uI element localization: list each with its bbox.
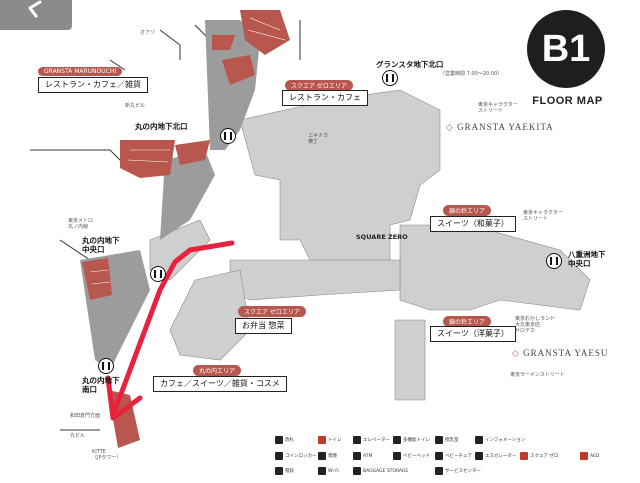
legend-item: ベビーベッド <box>393 452 430 460</box>
label-ekinaka: エキナカ 横丁 <box>308 133 329 145</box>
aed-icon <box>580 452 588 460</box>
ticket-gate-icon <box>382 70 398 86</box>
legend-item: 改札 <box>275 436 294 444</box>
marunouchi-area-label: カフェ／スイーツ／雑貨・コスメ <box>153 376 287 392</box>
escalator-icon <box>475 452 483 460</box>
label-wadakura: 和田倉門方面 <box>70 413 101 419</box>
legend-item: ATM <box>353 452 372 460</box>
square-zero-bento-tag: スクエア ゼロエリア <box>238 306 306 317</box>
square-zero-restaurant-tag: スクエア ゼロエリア <box>285 80 353 91</box>
smoking-icon <box>318 452 326 460</box>
label-tokyo-character: 東京キャラクター ストリート <box>523 210 563 222</box>
label-marubiru: 丸ビル <box>70 433 86 439</box>
label-kitte: KITTE （JPタワー） <box>92 449 122 461</box>
ticket-gate-icon <box>150 266 166 282</box>
legend-item: ベビーチェア <box>435 452 472 460</box>
legend-item: コインロッカー <box>275 452 317 460</box>
multipurpose-toilet-icon <box>393 436 401 444</box>
exit-marunouchi-north[interactable]: 丸の内地下北口 <box>135 122 188 131</box>
wifi-icon <box>318 467 326 475</box>
elevator-icon <box>353 436 361 444</box>
legend-item: スクエア ゼロ <box>520 452 558 460</box>
legend-item: AED <box>580 452 599 460</box>
back-tab-button[interactable] <box>0 0 72 30</box>
legend-item: 多機能トイレ <box>393 436 430 444</box>
legend-item: トイレ <box>318 436 342 444</box>
label-oazo: オアゾ <box>140 30 156 36</box>
legend-item: 喫煙 <box>318 452 337 460</box>
floor-level-badge: B1 <box>527 10 605 88</box>
legend-item: Wi-Fi <box>318 467 339 475</box>
exit-gransta-north[interactable]: グランスタ地下北口 <box>376 60 444 69</box>
ticket-gate-icon <box>220 128 236 144</box>
concourse-areas <box>149 89 591 401</box>
service-center-icon <box>435 467 443 475</box>
exit-marunouchi-central[interactable]: 丸の内地下 中央口 <box>82 236 120 254</box>
nursing-room-icon <box>435 436 443 444</box>
gransta-marunouchi-label: レストラン・カフェ／雑貨 <box>38 77 148 93</box>
ticket-gate-icon <box>98 358 114 374</box>
legend-item: 階段 <box>275 467 294 475</box>
stairs-icon <box>275 467 283 475</box>
label-yaesu-character: 東京キャラクター ストリート <box>478 102 518 114</box>
legend-item: サービスセンター <box>435 467 481 475</box>
legend-item: エスカレーター <box>475 452 517 460</box>
ticket-gate-icon <box>546 253 562 269</box>
label-ramen-street: 東京ラーメンストリート <box>510 372 565 378</box>
floor-map-title: FLOOR MAP <box>532 95 603 107</box>
locker-icon <box>275 452 283 460</box>
legend-item: インフォメーション <box>475 436 525 444</box>
square-zero-bento-label: お弁当 惣菜 <box>235 318 292 334</box>
label-tokyo-metro: 東京メトロ 丸ノ内線 <box>68 218 94 230</box>
hours-note: （営業時間 7:00〜20:00） <box>440 71 503 77</box>
ginnosuzu-yogashi-tag: 銀の鈴エリア <box>443 316 492 327</box>
ginnosuzu-yogashi-label: スイーツ（洋菓子） <box>430 326 516 342</box>
legend-item: 授乳室 <box>435 436 459 444</box>
legend-item: エレベーター <box>353 436 390 444</box>
ticket-gate-icon <box>275 436 283 444</box>
ginnosuzu-wagashi-tag: 銀の鈴エリア <box>443 205 492 216</box>
label-tokyo-okashi: 東京おかしランド 大丸東京店 サロテカ <box>515 316 556 334</box>
route-arrow <box>105 240 235 421</box>
information-icon <box>475 436 483 444</box>
baby-bed-icon <box>393 452 401 460</box>
arrow-icon <box>28 0 42 18</box>
baby-chair-icon <box>435 452 443 460</box>
gransta-yaesu-logo: ◇ GRANSTA YAESU <box>512 348 609 358</box>
gransta-yaekita-logo: ◇ GRANSTA YAEKITA <box>446 122 554 132</box>
marunouchi-area-tag: 丸の内エリア <box>193 365 242 376</box>
legend-item: BAGGAGE STORAGE <box>353 467 408 475</box>
ginnosuzu-wagashi-label: スイーツ（和菓子） <box>430 216 516 232</box>
label-new-marubiru: 新丸ビル <box>125 103 146 109</box>
exit-marunouchi-south[interactable]: 丸の内地下 南口 <box>82 376 120 394</box>
square-zero-logo: SQUARE ZERO <box>356 233 408 241</box>
shop-dividers <box>89 17 286 285</box>
baggage-icon <box>353 467 361 475</box>
square-zero-restaurant-label: レストラン・カフェ <box>282 90 368 106</box>
atm-icon <box>353 452 361 460</box>
gransta-marunouchi-tag: GRANSTA MARUNOUCHI <box>38 67 123 76</box>
square-zero-icon <box>520 452 528 460</box>
exit-yaesu-central[interactable]: 八重洲地下 中央口 <box>568 250 606 268</box>
toilet-icon <box>318 436 326 444</box>
